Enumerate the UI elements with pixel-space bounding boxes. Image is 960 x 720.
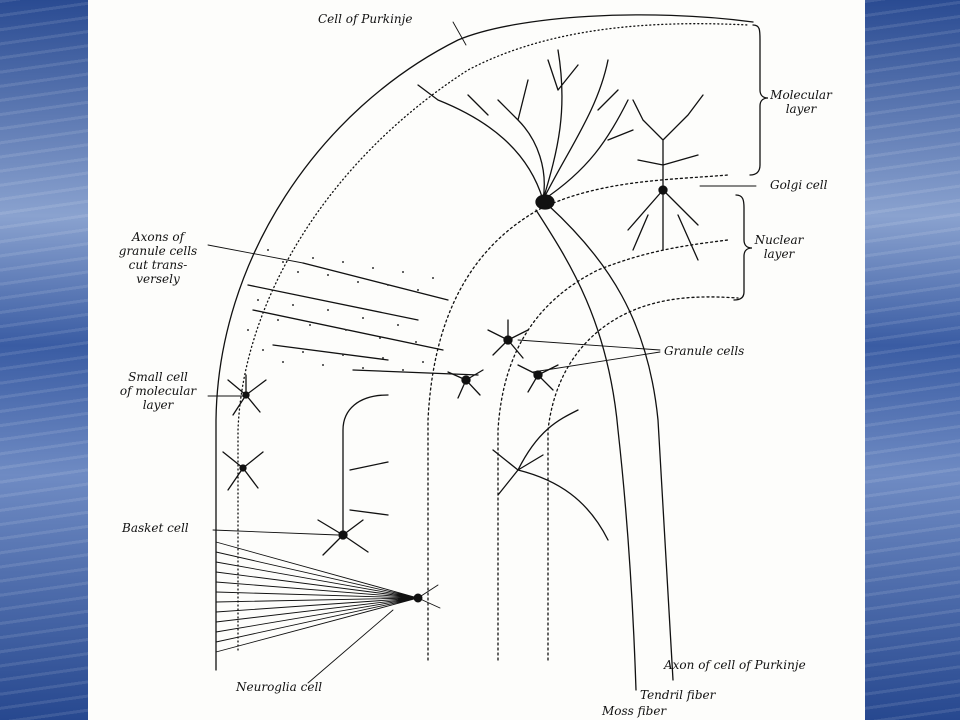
cerebellum-drawing (207, 14, 769, 691)
label-molecular-layer: Molecular layer (766, 88, 836, 116)
fiber-branches (492, 409, 609, 541)
inner-boundary-1 (497, 239, 729, 661)
background-left (0, 0, 88, 720)
basket-cell (317, 394, 389, 556)
molecular-nuclear-boundary (427, 174, 729, 661)
small-cells-molecular (222, 374, 267, 491)
outer-dotted-arc (237, 23, 749, 651)
molecular-bracket (749, 24, 769, 176)
label-moss-fiber: Moss fiber (602, 704, 667, 718)
label-basket-cell: Basket cell (122, 521, 189, 535)
leader-lines (207, 21, 757, 684)
label-small-cell-line3: layer (142, 398, 174, 412)
label-molecular-layer-line2: layer (785, 102, 817, 116)
label-axons-line2: granule cells (118, 244, 198, 258)
label-axons-line1: Axons of (131, 230, 185, 244)
granule-cells (447, 319, 559, 399)
purkinje-cell (417, 49, 674, 691)
label-small-cell-molecular: Small cell of molecular layer (108, 370, 208, 412)
background-right (865, 0, 960, 720)
granule-axons (247, 262, 479, 376)
neuroglia-cell (215, 541, 441, 653)
label-axons-of-granule-cells: Axons of granule cells cut trans- versel… (106, 230, 210, 286)
label-neuroglia-cell: Neuroglia cell (236, 680, 323, 694)
golgi-cell (627, 94, 704, 261)
cerebellum-diagram: Cell of Purkinje Molecular layer Golgi c… (88, 0, 865, 720)
label-nuclear-layer-line1: Nuclear (754, 233, 804, 247)
label-granule-cells: Granule cells (664, 344, 745, 358)
label-golgi-cell: Golgi cell (770, 178, 828, 192)
label-axons-line3: cut trans- (128, 258, 188, 272)
label-small-cell-line1: Small cell (128, 370, 188, 384)
label-nuclear-layer: Nuclear layer (748, 233, 810, 261)
label-molecular-layer-line1: Molecular (770, 88, 832, 102)
stipple (247, 249, 434, 371)
nuclear-bracket (733, 194, 753, 301)
label-cell-of-purkinje: Cell of Purkinje (318, 12, 413, 26)
outer-surface (215, 14, 754, 671)
label-axons-line4: versely (136, 272, 180, 286)
label-axon-of-purkinje: Axon of cell of Purkinje (664, 658, 806, 672)
label-small-cell-line2: of molecular (119, 384, 197, 398)
inner-boundary-2 (547, 296, 739, 661)
label-tendril-fiber: Tendril fiber (640, 688, 716, 702)
label-nuclear-layer-line2: layer (763, 247, 795, 261)
